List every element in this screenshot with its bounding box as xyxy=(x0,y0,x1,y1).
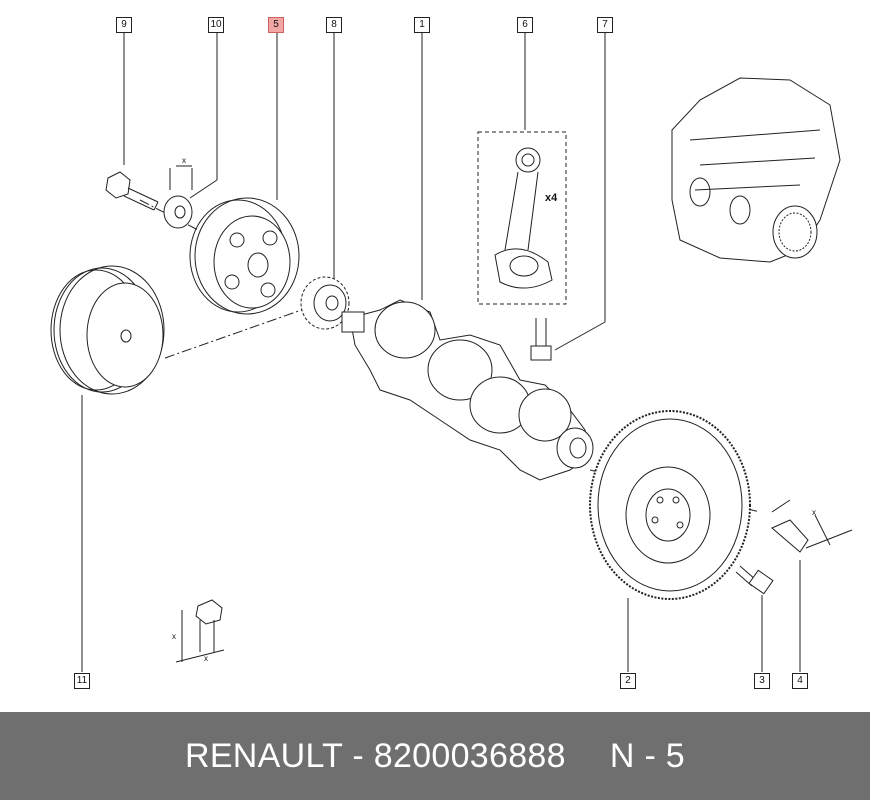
pulley-bolt-drawing xyxy=(105,171,159,211)
damper-pulley-drawing xyxy=(189,197,300,315)
callout-7: 7 xyxy=(597,17,613,33)
callout-8: 8 xyxy=(326,17,342,33)
conrod-quantity-label: x4 xyxy=(545,192,558,204)
washer-dimension-label: x xyxy=(182,156,186,165)
callout-11: 11 xyxy=(74,673,90,689)
part-number-text: RENAULT - 8200036888 xyxy=(184,736,566,775)
engine-thumbnail-drawing xyxy=(671,77,841,263)
flywheel-bolt-drawing xyxy=(735,565,774,595)
reference-number-text: N - 5 xyxy=(609,736,686,775)
bolt-dimension-detail-drawing xyxy=(175,599,225,663)
part-number-footer: RENAULT - 8200036888 N - 5 xyxy=(0,712,870,800)
dowel-pin-drawing xyxy=(771,499,853,553)
flywheel-drawing xyxy=(589,410,751,600)
callout-2: 2 xyxy=(620,673,636,689)
footer-text: RENAULT - 8200036888 N - 5 xyxy=(0,712,870,800)
washer-drawing xyxy=(163,165,193,229)
callout-10: 10 xyxy=(208,17,224,33)
callout-5-highlighted: 5 xyxy=(268,17,284,33)
callout-9: 9 xyxy=(116,17,132,33)
dowel-dimension-label: x xyxy=(812,508,816,517)
crankshaft-pulley-drawing xyxy=(50,265,165,395)
diagram-drawing xyxy=(50,32,853,672)
callout-1: 1 xyxy=(414,17,430,33)
bolt-dimension-label-horizontal: x xyxy=(204,654,208,663)
callout-4: 4 xyxy=(792,673,808,689)
timing-gear-drawing xyxy=(300,276,350,330)
crankshaft-drawing xyxy=(341,299,594,481)
exploded-parts-diagram: 9 10 5 8 1 6 7 11 2 3 4 x4 x x x x xyxy=(50,17,853,689)
conrod-bolt-drawing xyxy=(530,318,552,361)
callout-3: 3 xyxy=(754,673,770,689)
connecting-rod-drawing xyxy=(477,131,567,305)
bolt-dimension-label-vertical: x xyxy=(172,632,176,641)
callout-6: 6 xyxy=(517,17,533,33)
